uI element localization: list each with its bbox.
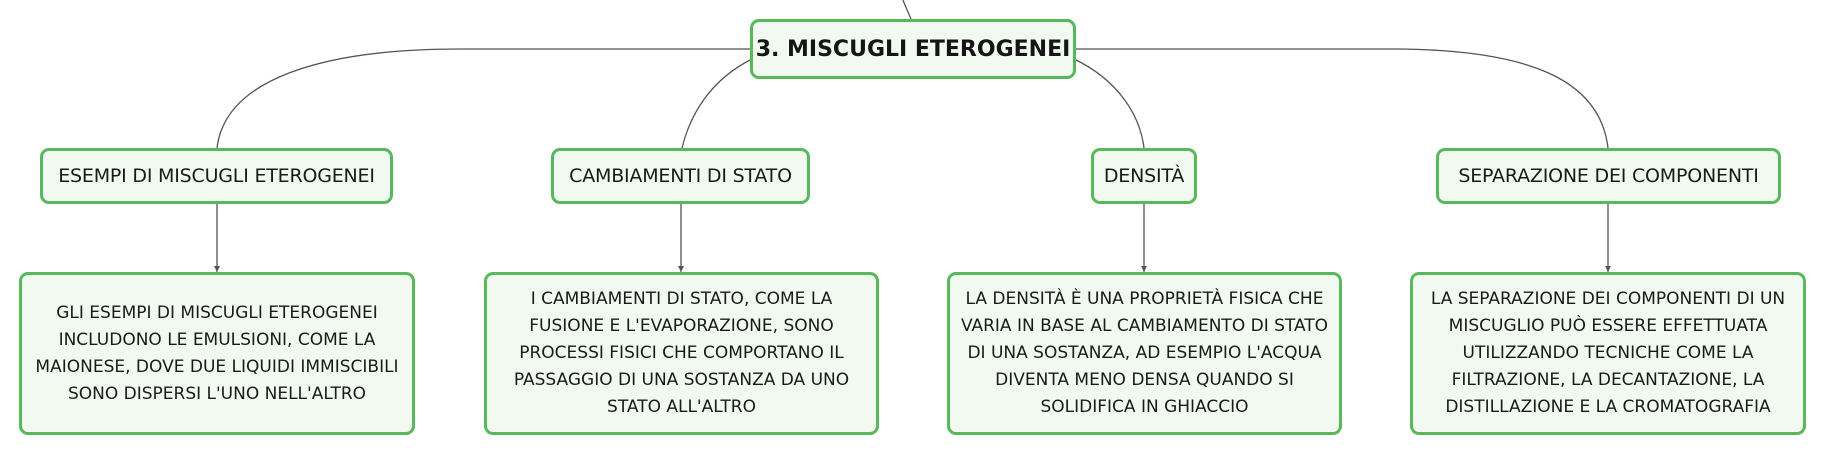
- detail-text: I CAMBIAMENTI DI STATO, COME LA FUSIONE …: [513, 289, 850, 417]
- connector-root-topic-2: [681, 58, 753, 149]
- topic-node-densita[interactable]: DENSITÀ: [1091, 148, 1197, 204]
- connector-root-topic-4: [1076, 48, 1609, 149]
- topic-node-separazione[interactable]: SEPARAZIONE DEI COMPONENTI: [1436, 148, 1781, 204]
- topic-node-esempi[interactable]: ESEMPI DI MISCUGLI ETEROGENEI: [40, 148, 393, 204]
- topic-label: SEPARAZIONE DEI COMPONENTI: [1458, 165, 1759, 187]
- detail-text: LA SEPARAZIONE DEI COMPONENTI DI UN MISC…: [1430, 289, 1786, 417]
- topic-node-cambiamenti[interactable]: CAMBIAMENTI DI STATO: [551, 148, 810, 204]
- topic-label: ESEMPI DI MISCUGLI ETEROGENEI: [58, 165, 375, 187]
- detail-node-cambiamenti[interactable]: I CAMBIAMENTI DI STATO, COME LA FUSIONE …: [484, 272, 879, 435]
- connector-root-topic-3: [1073, 58, 1145, 149]
- parent-connector: [902, 0, 912, 20]
- connector-root-topic-1: [216, 48, 750, 149]
- detail-node-densita[interactable]: LA DENSITÀ È UNA PROPRIETÀ FISICA CHE VA…: [947, 272, 1342, 435]
- root-node[interactable]: 3. MISCUGLI ETEROGENEI: [750, 19, 1076, 79]
- detail-text: LA DENSITÀ È UNA PROPRIETÀ FISICA CHE VA…: [960, 289, 1329, 417]
- detail-node-separazione[interactable]: LA SEPARAZIONE DEI COMPONENTI DI UN MISC…: [1410, 272, 1806, 435]
- topic-label: DENSITÀ: [1103, 165, 1185, 187]
- detail-text: GLI ESEMPI DI MISCUGLI ETEROGENEI INCLUD…: [35, 302, 399, 404]
- topic-label: CAMBIAMENTI DI STATO: [569, 165, 792, 187]
- detail-node-esempi[interactable]: GLI ESEMPI DI MISCUGLI ETEROGENEI INCLUD…: [19, 272, 415, 435]
- root-node-label: 3. MISCUGLI ETEROGENEI: [755, 36, 1071, 62]
